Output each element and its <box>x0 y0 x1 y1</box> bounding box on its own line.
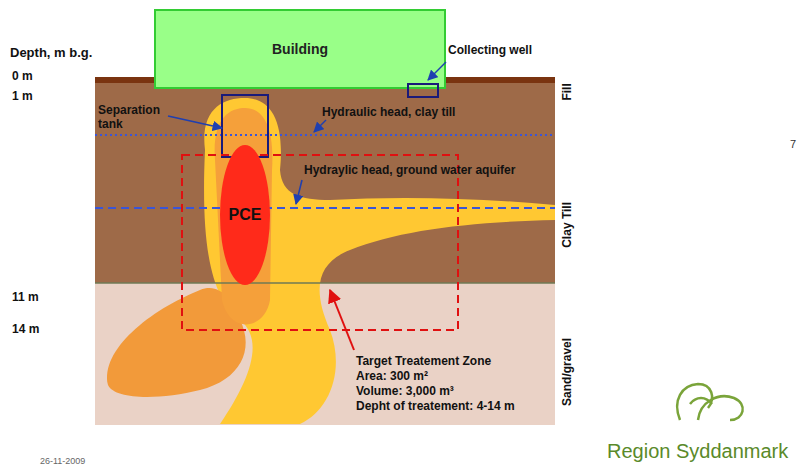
head-aquifer-line <box>95 207 555 209</box>
node-text: Building <box>272 41 328 57</box>
logo-mark <box>677 384 743 420</box>
label-text: Hydraylic head, ground water aquifer <box>304 164 515 178</box>
leader <box>168 116 222 128</box>
head-clay-line <box>95 134 555 136</box>
pce-ellipse <box>220 145 270 285</box>
pce-core: PCE <box>220 145 270 285</box>
leader <box>296 180 302 204</box>
label-text: 7 <box>790 138 796 151</box>
label-text: 14 m <box>12 323 39 337</box>
label-text: Fill <box>561 83 575 100</box>
plume-orange <box>215 108 273 324</box>
label-text: Depht of treatement: 4-14 m <box>356 400 515 414</box>
leader <box>428 62 446 80</box>
leader <box>314 120 326 132</box>
building-box: Building <box>155 10 445 88</box>
collecting-well <box>408 84 438 97</box>
label-text: Separation tank <box>98 104 168 132</box>
plume-yellow <box>204 98 555 424</box>
label-text: Region Syddanmark <box>607 440 788 463</box>
label-text: Hydraulic head, clay till <box>322 106 455 120</box>
layer-boundary <box>95 282 555 284</box>
label-text: Area: 300 m² <box>356 370 428 384</box>
leader <box>330 290 354 350</box>
label-text: 0 m <box>12 70 33 84</box>
building-box <box>155 10 445 88</box>
label-text: Target Treatement Zone <box>356 355 491 369</box>
label-text: Clay Till <box>561 202 575 248</box>
label-text: 1 m <box>12 90 33 104</box>
node-text: PCE <box>229 206 262 224</box>
label-text: 26-11-2009 <box>40 456 85 466</box>
label-text: Sand/gravel <box>561 338 575 406</box>
label-text: Collecting well <box>448 44 532 58</box>
label-text: 11 m <box>12 291 39 305</box>
label-text: Depth, m b.g. <box>10 46 92 61</box>
label-text: Volume: 3,000 m³ <box>356 385 454 399</box>
